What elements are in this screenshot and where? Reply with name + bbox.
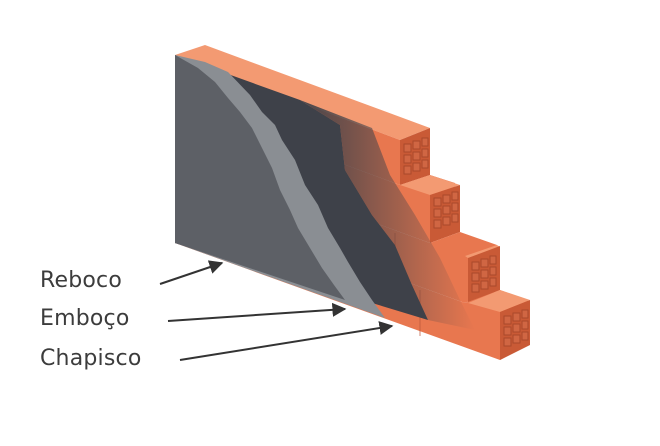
emboco-label: Emboço bbox=[40, 306, 130, 331]
brick-top-face bbox=[465, 245, 500, 258]
emboco-arrow bbox=[167, 302, 347, 322]
reboco-layer bbox=[175, 55, 345, 300]
brick-top-face bbox=[468, 290, 530, 312]
chapisco-fade bbox=[300, 100, 475, 330]
reboco-label: Reboco bbox=[40, 268, 123, 293]
brick-holes bbox=[403, 137, 529, 347]
reboco-arrow bbox=[159, 260, 224, 285]
brick-top-face bbox=[175, 45, 430, 140]
chapisco-label: Chapisco bbox=[40, 346, 142, 371]
chapisco-arrow bbox=[179, 321, 394, 361]
